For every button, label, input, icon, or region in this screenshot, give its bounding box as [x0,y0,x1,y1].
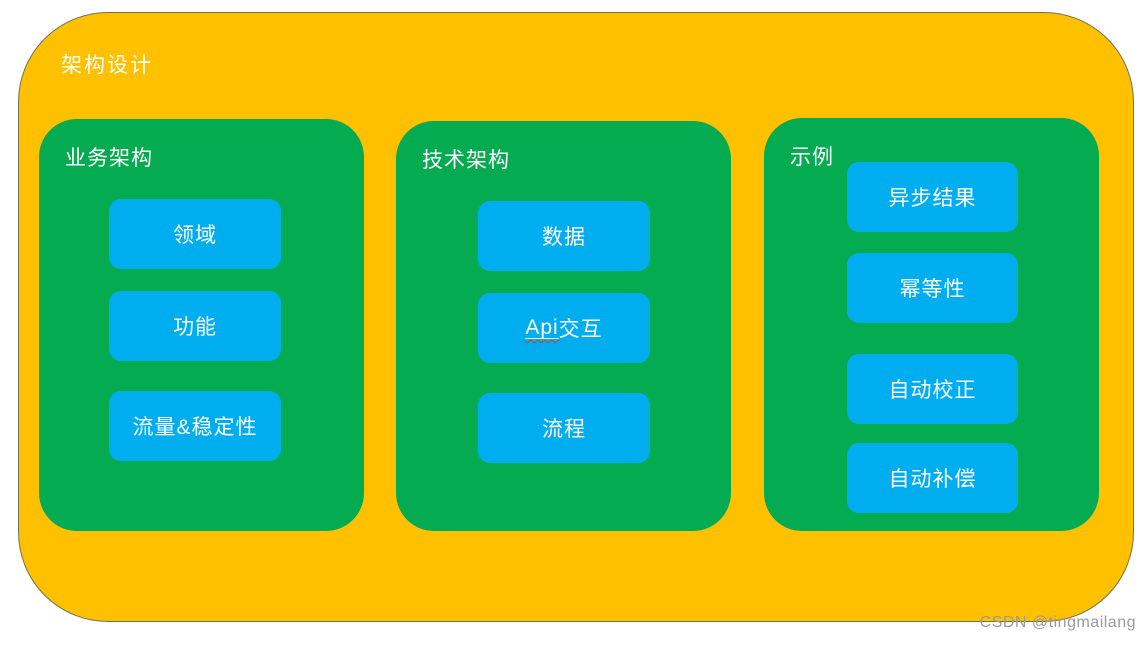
panel-label: 示例 [790,146,834,169]
item-box-async-result: 异步结果 [847,162,1018,232]
item-box-domain: 领域 [109,199,281,269]
panel-label: 技术架构 [422,149,510,172]
item-box-label: 交互 [558,318,603,341]
item-box-idempotency: 幂等性 [847,253,1018,323]
slide-title: 架构设计 [61,54,153,77]
spellchecked-word: Api [525,316,559,339]
item-box-auto-compensation: 自动补偿 [847,443,1018,513]
panel-business-architecture: 业务架构 领域 功能 流量&稳定性 [39,119,364,531]
panel-examples: 示例 异步结果 幂等性 自动校正 自动补偿 [764,118,1099,531]
panel-label: 业务架构 [65,147,153,170]
item-box-process: 流程 [478,393,650,463]
item-box-function: 功能 [109,291,281,361]
csdn-watermark: CSDN @tingmailang [979,614,1136,631]
item-box-auto-correction: 自动校正 [847,354,1018,424]
item-box-traffic-stability: 流量&稳定性 [109,391,281,461]
item-box-data: 数据 [478,201,650,271]
